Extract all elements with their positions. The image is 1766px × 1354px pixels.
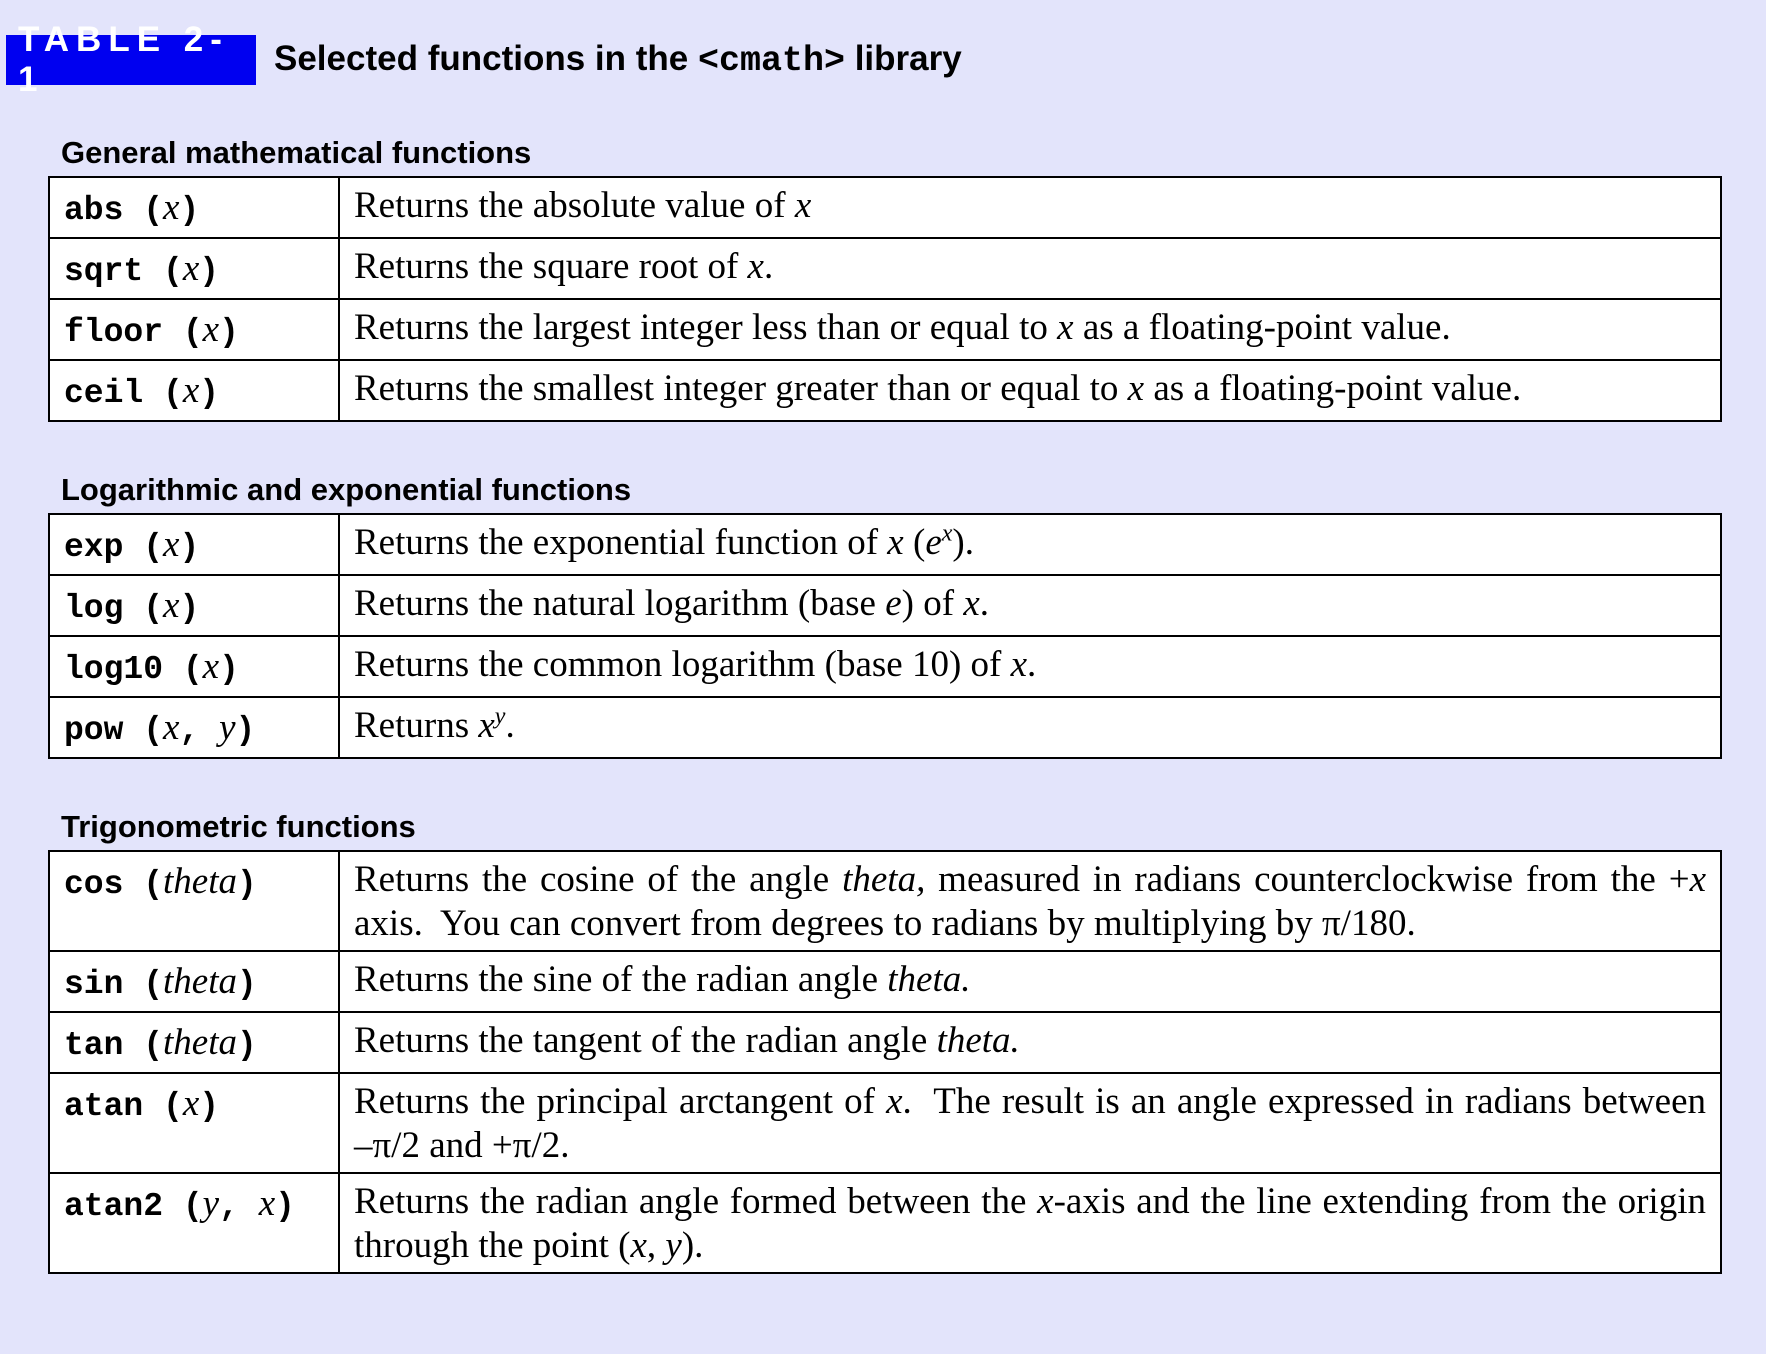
function-row-tan: tan (theta)Returns the tangent of the ra… bbox=[48, 1011, 1722, 1074]
function-row-atan2: atan2 (y, x)Returns the radian angle for… bbox=[48, 1172, 1722, 1274]
function-row-exp: exp (x)Returns the exponential function … bbox=[48, 513, 1722, 576]
function-description: Returns the sine of the radian angle the… bbox=[338, 950, 1722, 1013]
function-name: atan2 bbox=[64, 1188, 164, 1225]
function-name: log bbox=[64, 590, 124, 627]
function-argument: x bbox=[258, 1183, 276, 1224]
function-row-floor: floor (x)Returns the largest integer les… bbox=[48, 298, 1722, 361]
function-table: exp (x)Returns the exponential function … bbox=[48, 513, 1722, 759]
function-signature: cos (theta) bbox=[48, 850, 340, 952]
section-heading: Logarithmic and exponential functions bbox=[61, 472, 632, 507]
section-heading: General mathematical functions bbox=[61, 135, 532, 170]
function-name: sin bbox=[64, 966, 124, 1003]
function-description: Returns the absolute value of x bbox=[338, 176, 1722, 239]
table-title-bar: TABLE 2-1 Selected functions in the <cma… bbox=[6, 20, 962, 99]
function-name: floor bbox=[64, 314, 164, 351]
table-title-suffix: library bbox=[844, 39, 962, 78]
function-description: Returns the radian angle formed between … bbox=[338, 1172, 1722, 1274]
function-row-log: log (x)Returns the natural logarithm (ba… bbox=[48, 574, 1722, 637]
function-signature: atan (x) bbox=[48, 1072, 340, 1174]
function-argument: x bbox=[163, 187, 180, 228]
section-heading: Trigonometric functions bbox=[61, 809, 416, 844]
function-argument: x bbox=[163, 585, 180, 626]
function-signature: exp (x) bbox=[48, 513, 340, 576]
function-signature: ceil (x) bbox=[48, 359, 340, 422]
function-signature: tan (theta) bbox=[48, 1011, 340, 1074]
function-signature: sqrt (x) bbox=[48, 237, 340, 300]
function-argument: x bbox=[182, 370, 200, 411]
function-argument: x bbox=[163, 524, 180, 565]
table-title: Selected functions in the <cmath> librar… bbox=[274, 39, 962, 81]
function-name: exp bbox=[64, 529, 124, 566]
section-logarithmic: Logarithmic and exponential functions ex… bbox=[48, 467, 1722, 759]
function-argument: theta bbox=[163, 961, 238, 1002]
function-signature: floor (x) bbox=[48, 298, 340, 361]
function-description: Returns the smallest integer greater tha… bbox=[338, 359, 1722, 422]
function-description: Returns xy. bbox=[338, 696, 1722, 759]
function-description: Returns the common logarithm (base 10) o… bbox=[338, 635, 1722, 698]
function-argument: theta bbox=[163, 861, 238, 902]
section-general: General mathematical functions abs (x)Re… bbox=[48, 130, 1722, 422]
function-signature: log10 (x) bbox=[48, 635, 340, 698]
function-signature: abs (x) bbox=[48, 176, 340, 239]
function-name: tan bbox=[64, 1027, 124, 1064]
function-signature: log (x) bbox=[48, 574, 340, 637]
function-argument: theta bbox=[163, 1022, 238, 1063]
function-row-cos: cos (theta)Returns the cosine of the ang… bbox=[48, 850, 1722, 952]
function-row-sin: sin (theta)Returns the sine of the radia… bbox=[48, 950, 1722, 1013]
function-row-sqrt: sqrt (x)Returns the square root of x. bbox=[48, 237, 1722, 300]
function-argument: x bbox=[163, 707, 180, 748]
function-name: cos bbox=[64, 866, 124, 903]
function-description: Returns the tangent of the radian angle … bbox=[338, 1011, 1722, 1074]
function-name: log10 bbox=[64, 651, 164, 688]
function-row-log10: log10 (x)Returns the common logarithm (b… bbox=[48, 635, 1722, 698]
function-name: sqrt bbox=[64, 253, 144, 290]
function-signature: pow (x, y) bbox=[48, 696, 340, 759]
function-argument: y bbox=[219, 707, 236, 748]
function-description: Returns the principal arctangent of x. T… bbox=[338, 1072, 1722, 1174]
function-description: Returns the exponential function of x (e… bbox=[338, 513, 1722, 576]
function-signature: atan2 (y, x) bbox=[48, 1172, 340, 1274]
function-name: pow bbox=[64, 712, 124, 749]
function-name: atan bbox=[64, 1088, 144, 1125]
function-name: ceil bbox=[64, 375, 144, 412]
function-row-pow: pow (x, y)Returns xy. bbox=[48, 696, 1722, 759]
function-row-atan: atan (x)Returns the principal arctangent… bbox=[48, 1072, 1722, 1174]
function-description: Returns the square root of x. bbox=[338, 237, 1722, 300]
function-description: Returns the cosine of the angle theta, m… bbox=[338, 850, 1722, 952]
function-row-abs: abs (x)Returns the absolute value of x bbox=[48, 176, 1722, 239]
function-argument: x bbox=[202, 309, 220, 350]
function-argument: y bbox=[202, 1183, 220, 1224]
table-number-badge: TABLE 2-1 bbox=[6, 20, 256, 99]
function-argument: x bbox=[182, 1083, 200, 1124]
function-argument: x bbox=[182, 248, 200, 289]
function-description: Returns the largest integer less than or… bbox=[338, 298, 1722, 361]
table-title-prefix: Selected functions in the bbox=[274, 39, 698, 78]
function-description: Returns the natural logarithm (base e) o… bbox=[338, 574, 1722, 637]
section-trigonometric: Trigonometric functions cos (theta)Retur… bbox=[48, 804, 1722, 1274]
function-table: cos (theta)Returns the cosine of the ang… bbox=[48, 850, 1722, 1274]
function-row-ceil: ceil (x)Returns the smallest integer gre… bbox=[48, 359, 1722, 422]
table-title-code: <cmath> bbox=[697, 41, 845, 81]
function-argument: x bbox=[202, 646, 220, 687]
function-signature: sin (theta) bbox=[48, 950, 340, 1013]
function-name: abs bbox=[64, 192, 124, 229]
